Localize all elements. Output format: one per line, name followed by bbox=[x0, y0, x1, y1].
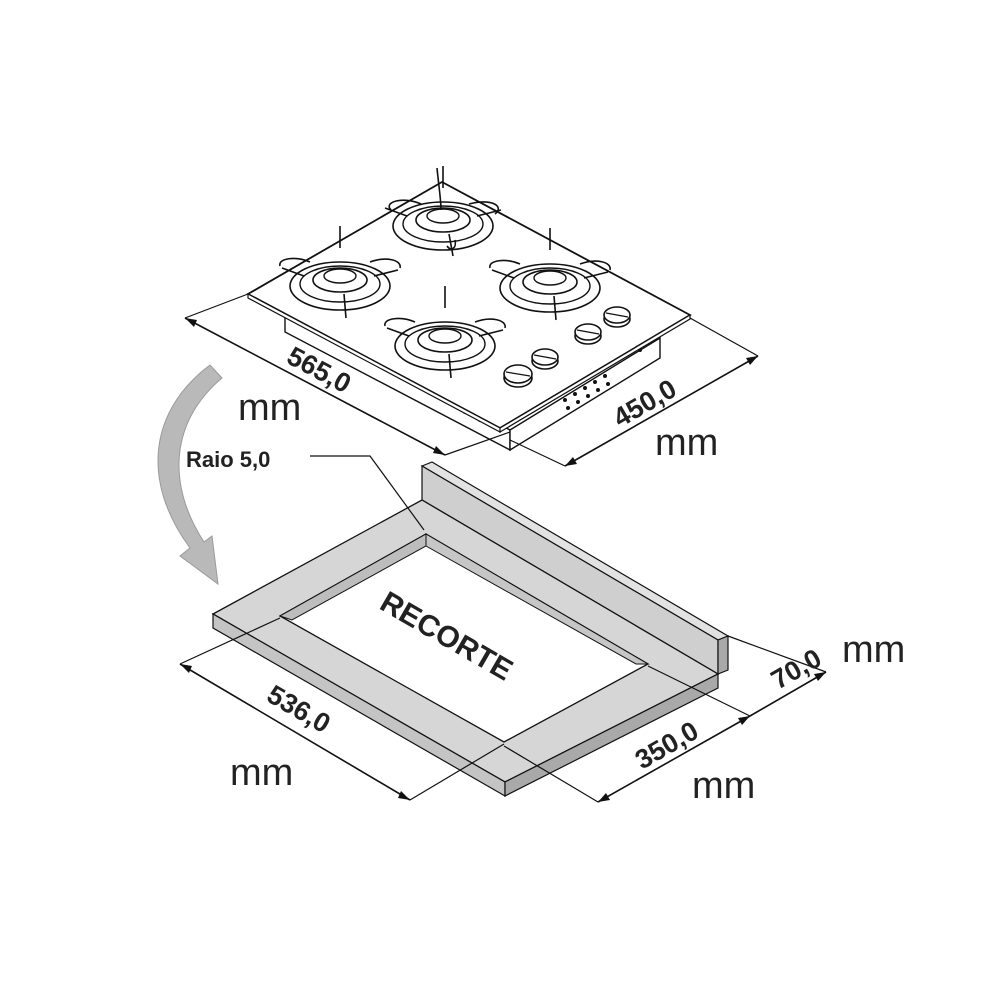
margin-dimension bbox=[727, 635, 827, 717]
radius-leader bbox=[310, 455, 425, 531]
burner-icon bbox=[279, 226, 401, 319]
cooktop-depth-dimension bbox=[509, 317, 759, 467]
cooktop-glass-edge-right bbox=[499, 313, 691, 434]
margin-value: 70,0 bbox=[766, 643, 827, 695]
cutout-width-unit: mm bbox=[230, 752, 293, 794]
cooktop bbox=[246, 166, 692, 452]
cutout-width-dimension bbox=[179, 617, 505, 801]
cutout-label: RECORTE bbox=[375, 585, 519, 687]
burner-icon bbox=[384, 166, 502, 257]
countertop bbox=[211, 461, 730, 798]
burner-icon bbox=[489, 228, 611, 321]
cutout-inner-wall-2 bbox=[425, 533, 650, 665]
radius-note: Raio 5,0 bbox=[186, 447, 270, 472]
burner-icon bbox=[384, 286, 506, 379]
backsplash-side bbox=[717, 635, 729, 675]
margin-unit: mm bbox=[842, 629, 905, 671]
knob-icon bbox=[531, 348, 559, 370]
knob-icon bbox=[503, 364, 533, 388]
knob-icon bbox=[603, 306, 631, 328]
cooktop-width-dimension bbox=[184, 293, 511, 456]
cutout-depth-dimension bbox=[503, 665, 751, 803]
counter-side-edge bbox=[504, 673, 719, 797]
curved-arrow-icon bbox=[157, 364, 223, 586]
cooktop-depth-unit: mm bbox=[655, 422, 718, 464]
knob-icon bbox=[574, 323, 602, 345]
cooktop-body-side bbox=[509, 336, 661, 452]
cooktop-width-unit: mm bbox=[238, 387, 301, 429]
cutout-depth-unit: mm bbox=[692, 765, 755, 807]
